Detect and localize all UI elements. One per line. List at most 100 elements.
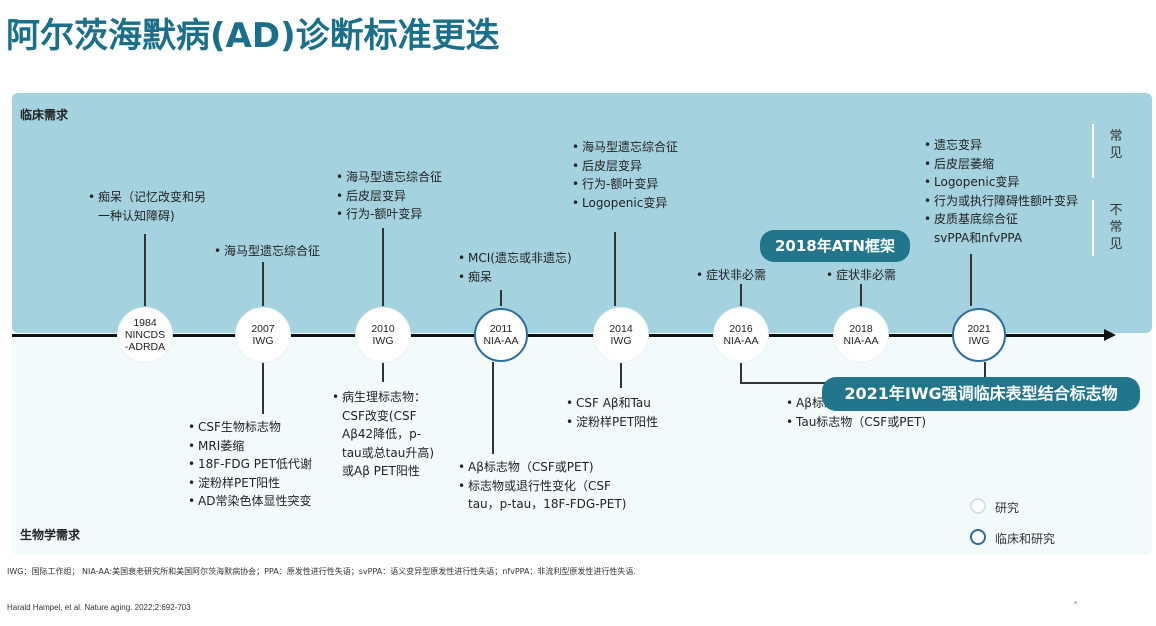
node-name: IWG (610, 335, 632, 347)
connector-2010-down (382, 362, 384, 382)
clinical-needs-label: 临床需求 (20, 108, 69, 122)
timeline-axis (12, 334, 1107, 337)
connector-2014-down (620, 362, 622, 388)
biological-item: CSF生物标志物 (188, 418, 312, 437)
biological-2010: 病生理标志物： CSF改变(CSF Aβ42降低，p- tau或总tau升高) … (332, 388, 434, 481)
connector-2021-down (984, 362, 986, 382)
clinical-item: svPPA和nfvPPA (934, 230, 1023, 245)
biological-2011: Aβ标志物（CSF或PET) 标志物或退行性变化（CSF tau，p-tau，1… (458, 458, 626, 514)
clinical-item: 后皮层萎缩 (924, 155, 1078, 174)
biological-item: tau，p-tau，18F-FDG-PET) (468, 497, 627, 511)
node-name: NIA-AA (843, 335, 879, 347)
node-year: 2011 (489, 323, 513, 335)
connector-2007-down (262, 362, 264, 414)
connector-2018-up (860, 284, 862, 306)
biological-item: CSF Aβ和Tau (566, 394, 658, 413)
uncommon-bar (1092, 200, 1094, 256)
biological-item: 或Aβ PET阳性 (342, 464, 420, 478)
node-year: 2021 (967, 323, 991, 335)
clinical-2007: 海马型遗忘综合征 (214, 242, 320, 261)
connector-1984 (144, 234, 146, 306)
biological-2014: CSF Aβ和Tau 淀粉样PET阳性 (566, 394, 658, 431)
clinical-item: 痴呆（记忆改变和另 (88, 188, 206, 207)
clinical-item: 行为-额叶变异 (572, 175, 678, 194)
clinical-item: 行为或执行障碍性额叶变异 (924, 192, 1078, 211)
biological-item: 标志物或退行性变化（CSF (458, 477, 626, 496)
clinical-2021: 遗忘变异 后皮层萎缩 Logopenic变异 行为或执行障碍性额叶变异 皮质基底… (924, 136, 1078, 247)
clinical-item: 海马型遗忘综合征 (572, 138, 678, 157)
node-year: 2016 (729, 323, 753, 335)
biological-item: AD常染色体显性突变 (188, 492, 312, 511)
biological-item: 淀粉样PET阳性 (566, 413, 658, 432)
clinical-2011: MCI(遗忘或非遗忘) 痴呆 (458, 249, 572, 286)
node-name: IWG (252, 335, 274, 347)
clinical-item: 行为-额叶变异 (336, 205, 442, 224)
biological-item: Aβ标志物（CSF或PET) (458, 458, 626, 477)
uncommon-char: 见 (1109, 237, 1123, 252)
clinical-item: 症状非必需 (696, 266, 766, 285)
node-name: -ADRDA (124, 341, 166, 353)
node-name: IWG (968, 335, 990, 347)
clinical-2018: 症状非必需 (826, 266, 896, 285)
node-year: 2014 (609, 323, 633, 335)
clinical-item: 海马型遗忘综合征 (214, 242, 320, 261)
node-year: 2010 (371, 323, 395, 335)
clinical-2016: 症状非必需 (696, 266, 766, 285)
node-2016: 2016 NIA-AA (714, 308, 768, 362)
clinical-item: 遗忘变异 (924, 136, 1078, 155)
uncommon-char: 常 (1109, 220, 1123, 235)
biological-item: Tau标志物（CSF或PET) (786, 413, 926, 432)
connector-2014-up (614, 232, 616, 306)
page-title: 阿尔茨海默病(AD)诊断标准更迭 (6, 16, 500, 56)
reference: Harald Hampel, et al. Nature aging. 2022… (7, 603, 191, 612)
connector-2016-up (740, 284, 742, 306)
connector-2007-up (262, 262, 264, 306)
node-2014: 2014 IWG (594, 308, 648, 362)
node-year: 1984 (133, 317, 157, 329)
biological-item: tau或总tau升高) (342, 445, 435, 460)
node-name: IWG (372, 335, 394, 347)
clinical-item: 症状非必需 (826, 266, 896, 285)
legend-research-label: 研究 (995, 501, 1020, 515)
connector-2010-up (382, 228, 384, 306)
common-bar (1092, 124, 1094, 178)
clinical-1984: 痴呆（记忆改变和另 一种认知障碍) (88, 188, 206, 225)
timeline-arrow-icon (1104, 329, 1116, 341)
biological-item: 病生理标志物： (332, 388, 434, 407)
node-2010: 2010 IWG (356, 308, 410, 362)
node-name: NIA-AA (483, 335, 519, 347)
clinical-item: Logopenic变异 (572, 194, 678, 213)
uncommon-char: 不 (1109, 203, 1123, 218)
node-1984: 1984 NINCDS -ADRDA (118, 308, 172, 362)
clinical-item: MCI(遗忘或非遗忘) (458, 249, 572, 268)
node-year: 2007 (251, 323, 275, 335)
biological-2007: CSF生物标志物 MRI萎缩 18F-FDG PET低代谢 淀粉样PET阳性 A… (188, 418, 312, 511)
node-2021: 2021 IWG (952, 308, 1006, 362)
clinical-2010: 海马型遗忘综合征 后皮层变异 行为-额叶变异 (336, 168, 442, 224)
connector-2011-up (500, 290, 502, 306)
biological-item: Aβ42降低，p- (342, 427, 422, 441)
footnote: IWG：国际工作组； NIA-AA:美国衰老研究所和美国阿尔茨海默病协会；PPA… (7, 567, 636, 576)
connector-2021-up (970, 254, 972, 306)
biological-item: 18F-FDG PET低代谢 (188, 455, 312, 474)
node-name: NINCDS (124, 329, 166, 341)
biological-item: 淀粉样PET阳性 (188, 474, 312, 493)
clinical-2014: 海马型遗忘综合征 后皮层变异 行为-额叶变异 Logopenic变异 (572, 138, 678, 212)
clinical-item: 后皮层变异 (572, 157, 678, 176)
clinical-item: 海马型遗忘综合征 (336, 168, 442, 187)
star-mark: * (1074, 600, 1078, 609)
common-char: 常 (1109, 129, 1123, 144)
biological-needs-label: 生物学需求 (20, 528, 81, 542)
connector-2011-down (492, 362, 494, 454)
legend-clinical-research-label: 临床和研究 (995, 532, 1056, 546)
uncommon-label: 不 常 见 (1108, 202, 1124, 253)
biological-item: MRI萎缩 (188, 437, 312, 456)
atn-badge: 2018年ATN框架 (760, 230, 910, 262)
node-2018: 2018 NIA-AA (834, 308, 888, 362)
clinical-item: 皮质基底综合征 (924, 210, 1078, 229)
node-2011: 2011 NIA-AA (474, 308, 528, 362)
common-label: 常 见 (1108, 128, 1124, 162)
legend-clinical-research-icon (970, 529, 986, 545)
clinical-item: 后皮层变异 (336, 187, 442, 206)
clinical-item: 一种认知障碍) (98, 208, 175, 223)
